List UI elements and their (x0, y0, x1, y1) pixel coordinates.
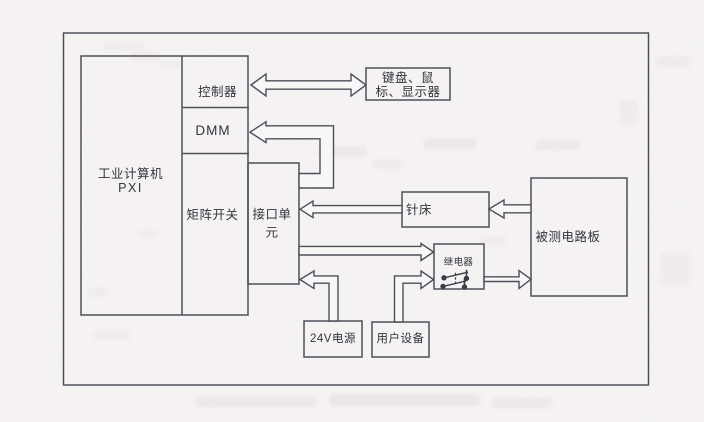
keyboard-label-line1: 键盘、鼠 (381, 71, 435, 85)
industrial-computer-label-line2: PXI (118, 181, 143, 195)
relay-label: 继电器 (443, 257, 474, 268)
power-24v-label: 24V电源 (310, 333, 356, 345)
interface-unit-box (247, 162, 300, 285)
needlebed-interface-arrow (298, 199, 403, 219)
circuit-board-box (530, 177, 628, 297)
dmm-label: DMM (195, 123, 231, 138)
industrial-computer-label: 工业计算机 PXI (98, 167, 163, 195)
circuit-board-label: 被测电路板 (535, 229, 601, 244)
dmm-interface-arrow (248, 120, 335, 189)
interface-relay-arrow (298, 242, 435, 262)
scan-artifacts (88, 42, 690, 408)
relay-contact-symbol (440, 269, 470, 290)
interface-unit-label: 接口单 元 (252, 207, 291, 242)
keyboard-label-line2: 标、显示器 (375, 85, 441, 99)
controller-keyboard-arrow (249, 72, 368, 98)
needle-bed-label: 针床 (406, 202, 433, 217)
matrix-switch-label: 矩阵开关 (186, 208, 239, 222)
board-needlebed-arrow (487, 198, 532, 220)
controller-label: 控制器 (197, 85, 238, 99)
keyboard-mouse-display-label: 键盘、鼠 标、显示器 (375, 71, 440, 99)
relay-board-arrow (483, 269, 533, 290)
diagram-frame (62, 32, 650, 386)
usereq-relay-arrow (393, 269, 435, 323)
relay-box (433, 243, 485, 290)
keyboard-mouse-display-box (365, 67, 451, 101)
interface-unit-label-line2: 元 (265, 225, 279, 239)
user-equipment-label: 用户设备 (376, 333, 425, 345)
industrial-computer-label-line1: 工业计算机 (97, 167, 164, 181)
interface-unit-label-line1: 接口单 (252, 207, 292, 222)
power24-interface-arrow (298, 269, 339, 322)
